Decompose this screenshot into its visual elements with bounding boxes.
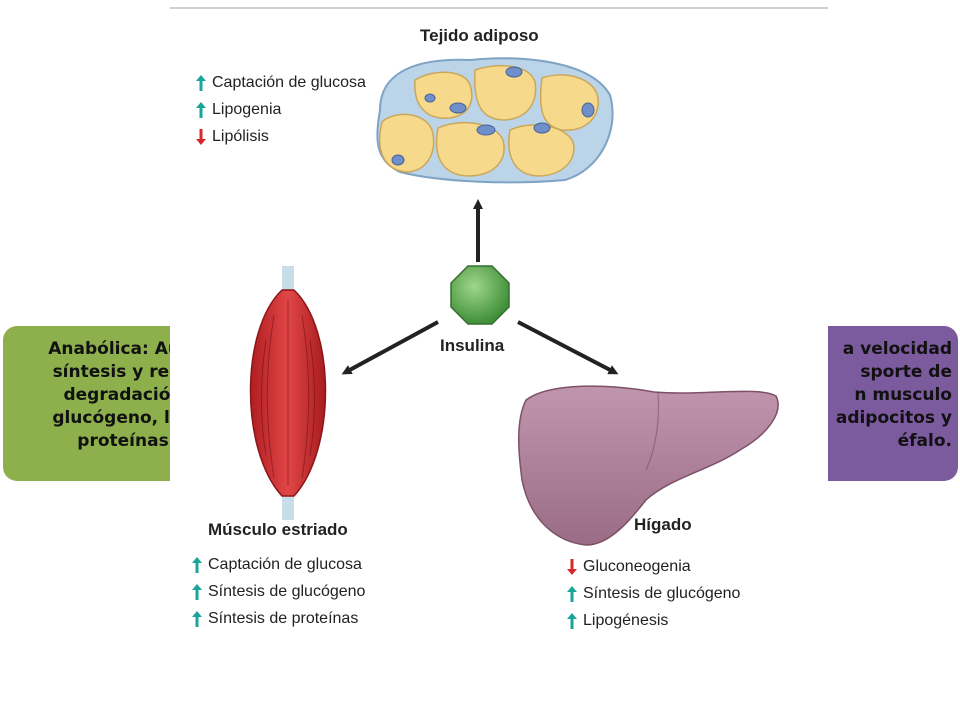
up-arrow-icon bbox=[192, 610, 202, 627]
left-box-line: proteínas bbox=[77, 431, 169, 451]
right-box-line: n musculo bbox=[854, 385, 952, 405]
up-arrow-icon bbox=[192, 583, 202, 600]
insulin-diagram bbox=[249, 57, 779, 546]
up-arrow-icon bbox=[567, 585, 577, 602]
down-arrow-icon bbox=[567, 558, 577, 575]
right-box-line: sporte de bbox=[860, 362, 952, 382]
effect-label: Captación de glucosa bbox=[208, 555, 362, 573]
top-divider bbox=[170, 7, 828, 9]
effect-item: Lipogénesis bbox=[567, 607, 740, 634]
effect-label: Síntesis de proteínas bbox=[208, 609, 359, 627]
right-box-line: a velocidad bbox=[842, 339, 952, 359]
arrow-to-muscle bbox=[341, 320, 439, 375]
adipose-effects: Captación de glucosa Lipogenia Lipólisis bbox=[196, 69, 366, 150]
effect-label: Gluconeogenia bbox=[583, 557, 691, 575]
effect-label: Lipogénesis bbox=[583, 611, 669, 629]
insulin-label: Insulina bbox=[440, 336, 505, 355]
adipose-title: Tejido adiposo bbox=[420, 26, 539, 45]
up-arrow-icon bbox=[567, 612, 577, 629]
effect-item: Síntesis de glucógeno bbox=[567, 580, 740, 607]
effect-item: Síntesis de glucógeno bbox=[192, 578, 365, 605]
liver-effects: Gluconeogenia Síntesis de glucógeno Lipo… bbox=[567, 553, 740, 634]
right-box-line: éfalo. bbox=[897, 431, 952, 451]
effect-item: Lipólisis bbox=[196, 123, 366, 150]
muscle-title: Músculo estriado bbox=[208, 520, 348, 539]
effect-item: Lipogenia bbox=[196, 96, 366, 123]
effect-label: Lipólisis bbox=[212, 127, 269, 145]
effect-label: Síntesis de glucógeno bbox=[583, 584, 741, 602]
effect-item: Captación de glucosa bbox=[192, 551, 365, 578]
insulin-octagon-icon bbox=[450, 265, 510, 325]
up-arrow-icon bbox=[196, 74, 206, 91]
muscle-effects: Captación de glucosa Síntesis de glucóge… bbox=[192, 551, 365, 632]
effect-label: Captación de glucosa bbox=[212, 73, 366, 91]
right-box-line: adipocitos y bbox=[835, 408, 952, 428]
effect-item: Gluconeogenia bbox=[567, 553, 740, 580]
left-box-line: síntesis y redu bbox=[52, 362, 194, 382]
arrow-to-liver bbox=[517, 320, 619, 375]
effect-item: Captación de glucosa bbox=[196, 69, 366, 96]
left-box-line: Anabólica: Aum bbox=[48, 339, 198, 359]
up-arrow-icon bbox=[192, 556, 202, 573]
effect-item: Síntesis de proteínas bbox=[192, 605, 365, 632]
muscle-illustration bbox=[249, 266, 327, 520]
effect-label: Síntesis de glucógeno bbox=[208, 582, 366, 600]
left-box-line: glucógeno, lípi bbox=[52, 408, 194, 428]
up-arrow-icon bbox=[196, 101, 206, 118]
liver-title: Hígado bbox=[634, 515, 692, 534]
adipose-tissue-illustration bbox=[376, 57, 614, 184]
down-arrow-icon bbox=[196, 128, 206, 145]
effect-label: Lipogenia bbox=[212, 100, 282, 118]
left-box-line: degradación bbox=[63, 385, 183, 405]
